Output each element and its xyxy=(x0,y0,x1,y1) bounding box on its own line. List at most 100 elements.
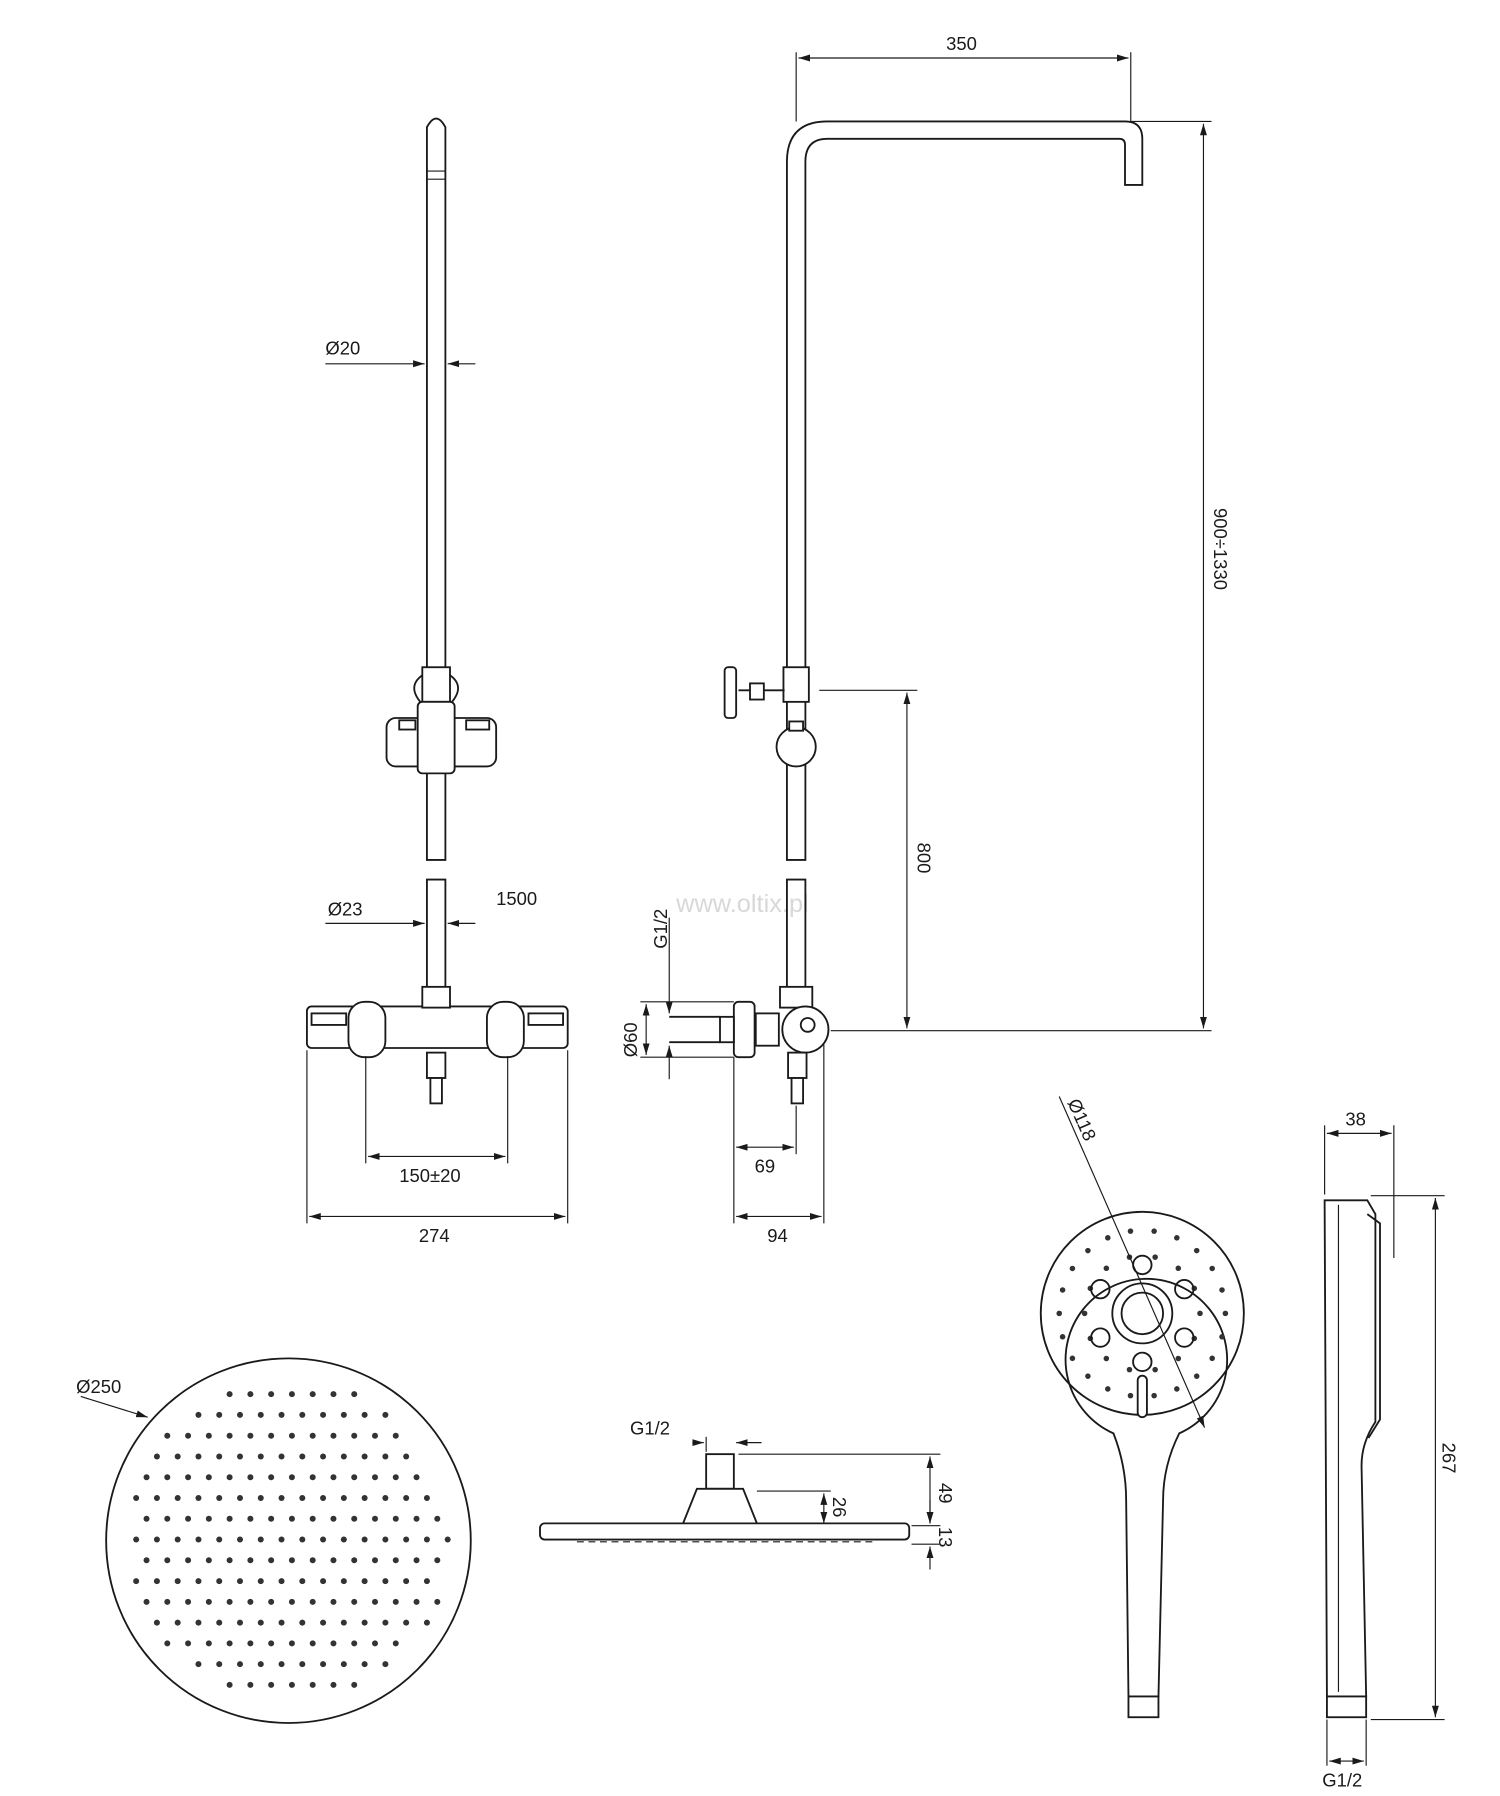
head-shower-top-view: Ø250 xyxy=(76,1357,472,1724)
nozzle-dot xyxy=(299,1453,306,1460)
nozzle-dot xyxy=(372,1598,378,1605)
nozzle-dot xyxy=(257,1619,264,1626)
nozzle-dot xyxy=(257,1536,264,1543)
nozzle-dot xyxy=(351,1681,358,1688)
dim-rail-height: 900÷1330 xyxy=(1210,508,1231,590)
hand-nozzle-dot xyxy=(1059,1287,1066,1293)
nozzle-dot xyxy=(288,1557,295,1564)
nozzle-dot xyxy=(174,1495,181,1501)
nozzle-dot xyxy=(268,1557,275,1564)
nozzle-dot xyxy=(382,1495,389,1501)
dim-handshower-thread: G1/2 xyxy=(1322,1769,1362,1790)
dim-mixer-to-outlet: 800 xyxy=(913,843,934,874)
nozzle-dot xyxy=(320,1578,327,1585)
nozzle-dot xyxy=(340,1495,347,1501)
nozzle-dot xyxy=(351,1557,358,1564)
nozzle-dot xyxy=(278,1661,285,1668)
nozzle-dot xyxy=(205,1640,212,1647)
nozzle-dot xyxy=(372,1432,378,1439)
dim-head-diameter: Ø250 xyxy=(76,1376,121,1397)
nozzle-dot xyxy=(392,1432,399,1439)
nozzle-dot xyxy=(153,1578,160,1585)
nozzle-dot xyxy=(268,1640,275,1647)
nozzle-dot xyxy=(226,1474,233,1481)
nozzle-dot xyxy=(247,1432,254,1439)
nozzle-dot xyxy=(309,1515,316,1522)
nozzle-dot xyxy=(351,1598,358,1605)
nozzle-dot xyxy=(361,1453,368,1460)
nozzle-dot xyxy=(361,1661,368,1668)
nozzle-dot xyxy=(247,1391,254,1398)
hand-nozzle-dot xyxy=(1085,1373,1091,1379)
nozzle-dot xyxy=(330,1474,337,1481)
hand-nozzle-dot xyxy=(1103,1265,1110,1272)
nozzle-dot xyxy=(444,1536,451,1543)
nozzle-dot xyxy=(403,1536,410,1543)
hand-nozzle-dot xyxy=(1059,1334,1066,1340)
nozzle-dot xyxy=(309,1557,316,1564)
hand-nozzle-dot xyxy=(1152,1366,1158,1373)
nozzle-dot xyxy=(423,1619,430,1626)
nozzle-dot xyxy=(226,1681,233,1688)
nozzle-dot xyxy=(164,1474,171,1481)
nozzle-dot xyxy=(434,1515,441,1522)
nozzle-dot xyxy=(205,1557,212,1564)
nozzle-dot xyxy=(205,1474,212,1481)
head-shower-side-view: G1/2 49 26 13 xyxy=(539,1418,956,1570)
nozzle-dot xyxy=(403,1453,410,1460)
nozzle-dot xyxy=(268,1474,275,1481)
nozzle-dot xyxy=(351,1515,358,1522)
nozzle-dot xyxy=(382,1453,389,1460)
nozzle-dot xyxy=(216,1453,223,1460)
nozzle-dot xyxy=(340,1536,347,1543)
nozzle-dot xyxy=(143,1474,150,1481)
nozzle-dot xyxy=(423,1495,430,1501)
nozzle-dot xyxy=(340,1619,347,1626)
nozzle-dot xyxy=(237,1411,243,1418)
hand-nozzle-dot xyxy=(1193,1247,1200,1254)
nozzle-dot xyxy=(403,1578,410,1585)
hand-nozzle-dot xyxy=(1081,1310,1088,1317)
nozzle-dot xyxy=(330,1640,337,1647)
nozzle-dot xyxy=(361,1536,368,1543)
nozzle-dot xyxy=(195,1661,202,1668)
nozzle-dot xyxy=(382,1536,389,1543)
nozzle-dot xyxy=(133,1578,140,1585)
hand-nozzle-dot xyxy=(1219,1287,1225,1293)
hand-jet-ring xyxy=(1174,1327,1195,1348)
nozzle-dot xyxy=(216,1578,223,1585)
nozzle-dot xyxy=(185,1515,192,1522)
nozzle-dot xyxy=(340,1453,347,1460)
nozzle-dot xyxy=(413,1598,420,1605)
watermark: www.oltix.pl xyxy=(675,890,809,918)
nozzle-dot xyxy=(216,1619,223,1626)
nozzle-dot xyxy=(288,1681,295,1688)
nozzle-dot xyxy=(382,1619,389,1626)
nozzle-dot xyxy=(185,1598,192,1605)
nozzle-dot xyxy=(309,1681,316,1688)
nozzle-dot xyxy=(237,1578,243,1585)
nozzle-dot xyxy=(185,1432,192,1439)
dim-handshower-thickness: 38 xyxy=(1345,1108,1366,1129)
hand-nozzle-dot xyxy=(1175,1265,1182,1272)
nozzle-dot xyxy=(257,1453,264,1460)
nozzle-dot xyxy=(278,1619,285,1626)
dim-handshower-length: 267 xyxy=(1438,1443,1459,1474)
nozzle-dot xyxy=(164,1557,171,1564)
hand-nozzle-dot xyxy=(1174,1386,1180,1392)
nozzle-dot xyxy=(195,1411,202,1418)
hand-nozzle-dot xyxy=(1151,1228,1157,1234)
nozzle-dot xyxy=(434,1598,441,1605)
nozzle-dot xyxy=(330,1681,337,1688)
nozzle-dot xyxy=(413,1557,420,1564)
nozzle-dot xyxy=(382,1411,389,1418)
hand-nozzle-dot xyxy=(1069,1265,1076,1272)
nozzle-dot xyxy=(278,1495,285,1501)
hand-nozzle-dot xyxy=(1222,1310,1229,1317)
dim-hose-length: 1500 xyxy=(496,888,537,909)
nozzle-dot xyxy=(278,1453,285,1460)
hand-nozzle-dot xyxy=(1085,1247,1091,1254)
nozzle-dot xyxy=(164,1515,171,1522)
nozzle-dot xyxy=(288,1474,295,1481)
nozzle-dot xyxy=(185,1640,192,1647)
